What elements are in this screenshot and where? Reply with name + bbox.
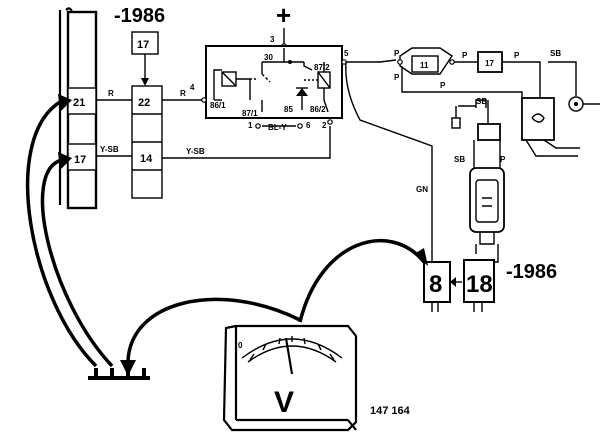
connector-pin-lower: 17 bbox=[74, 154, 86, 166]
connector-8-label: 8 bbox=[429, 271, 442, 298]
wire-label-p-left: P bbox=[394, 73, 400, 82]
connector-18: 18 bbox=[463, 259, 495, 312]
plus-terminal: + bbox=[276, 0, 291, 30]
connector-pin-upper: 21 bbox=[73, 97, 85, 109]
wire-label-p-lower: P bbox=[500, 155, 506, 164]
relay-pin-86-2: 86/2 bbox=[310, 105, 326, 114]
year-label-top: -1986 bbox=[114, 5, 165, 27]
voltmeter: 0 V bbox=[222, 324, 358, 432]
relay-pin-3: 3 bbox=[270, 35, 275, 44]
fuse-slot-14: 14 bbox=[140, 153, 153, 165]
wire-label-y-sb-right: Y-SB bbox=[186, 147, 205, 156]
relay-pin-85: 85 bbox=[284, 105, 293, 114]
component-17-label: 17 bbox=[485, 59, 494, 68]
wire-label-gn: GN bbox=[416, 185, 428, 194]
connector-18-label: 18 bbox=[466, 271, 493, 298]
fuse-block: -1986 17 22 14 bbox=[114, 5, 165, 199]
component-11: 11 P P bbox=[394, 47, 455, 82]
wire-label-p-mid: P bbox=[440, 81, 446, 90]
relay-pin-87-1: 87/1 bbox=[242, 109, 258, 118]
wire-label-sb-mid: SB bbox=[476, 97, 487, 106]
meter-unit-label: V bbox=[274, 386, 294, 419]
relay-pin-5: 5 bbox=[344, 49, 349, 58]
relay-pin-6: 6 bbox=[306, 121, 311, 130]
connector-8: 8 bbox=[423, 261, 451, 312]
switch-assembly bbox=[521, 97, 580, 157]
wire-label-y-sb-left: Y-SB bbox=[100, 145, 119, 154]
relay-pin-86-1: 86/1 bbox=[210, 101, 226, 110]
fuse-17-top: 17 bbox=[137, 39, 149, 51]
lamp-bulb bbox=[568, 96, 600, 112]
sensor-unit: SB SB P bbox=[451, 97, 506, 245]
component-11-label: 11 bbox=[420, 61, 429, 70]
fuse-slot-22: 22 bbox=[138, 97, 150, 109]
wire-label-bl-y: BL-Y bbox=[268, 123, 287, 132]
relay-pin-30: 30 bbox=[264, 53, 273, 62]
year-label-right: -1986 bbox=[506, 261, 557, 283]
relay-unit: + 3 30 4 86/1 87/1 87/2 86 bbox=[190, 0, 349, 132]
relay-pin-4: 4 bbox=[190, 83, 195, 92]
left-connector: 21 17 bbox=[58, 7, 98, 210]
wire-label-p-top-2: P bbox=[462, 51, 468, 60]
relay-pin-2: 2 bbox=[322, 121, 327, 130]
relay-pin-87-2: 87/2 bbox=[314, 63, 330, 72]
wire-label-r-right: R bbox=[180, 89, 186, 98]
wire-label-sb-lower: SB bbox=[454, 155, 465, 164]
figure-number: 147 164 bbox=[370, 405, 411, 417]
wire-label-p-top-3: P bbox=[514, 51, 520, 60]
test-lead-arrows bbox=[25, 94, 428, 376]
relay-pin-1: 1 bbox=[248, 121, 253, 130]
wire-label-sb-top: SB bbox=[550, 49, 561, 58]
wire-label-p-top-1: P bbox=[394, 49, 400, 58]
wire-label-r-left: R bbox=[108, 89, 114, 98]
meter-zero-mark: 0 bbox=[238, 341, 243, 350]
